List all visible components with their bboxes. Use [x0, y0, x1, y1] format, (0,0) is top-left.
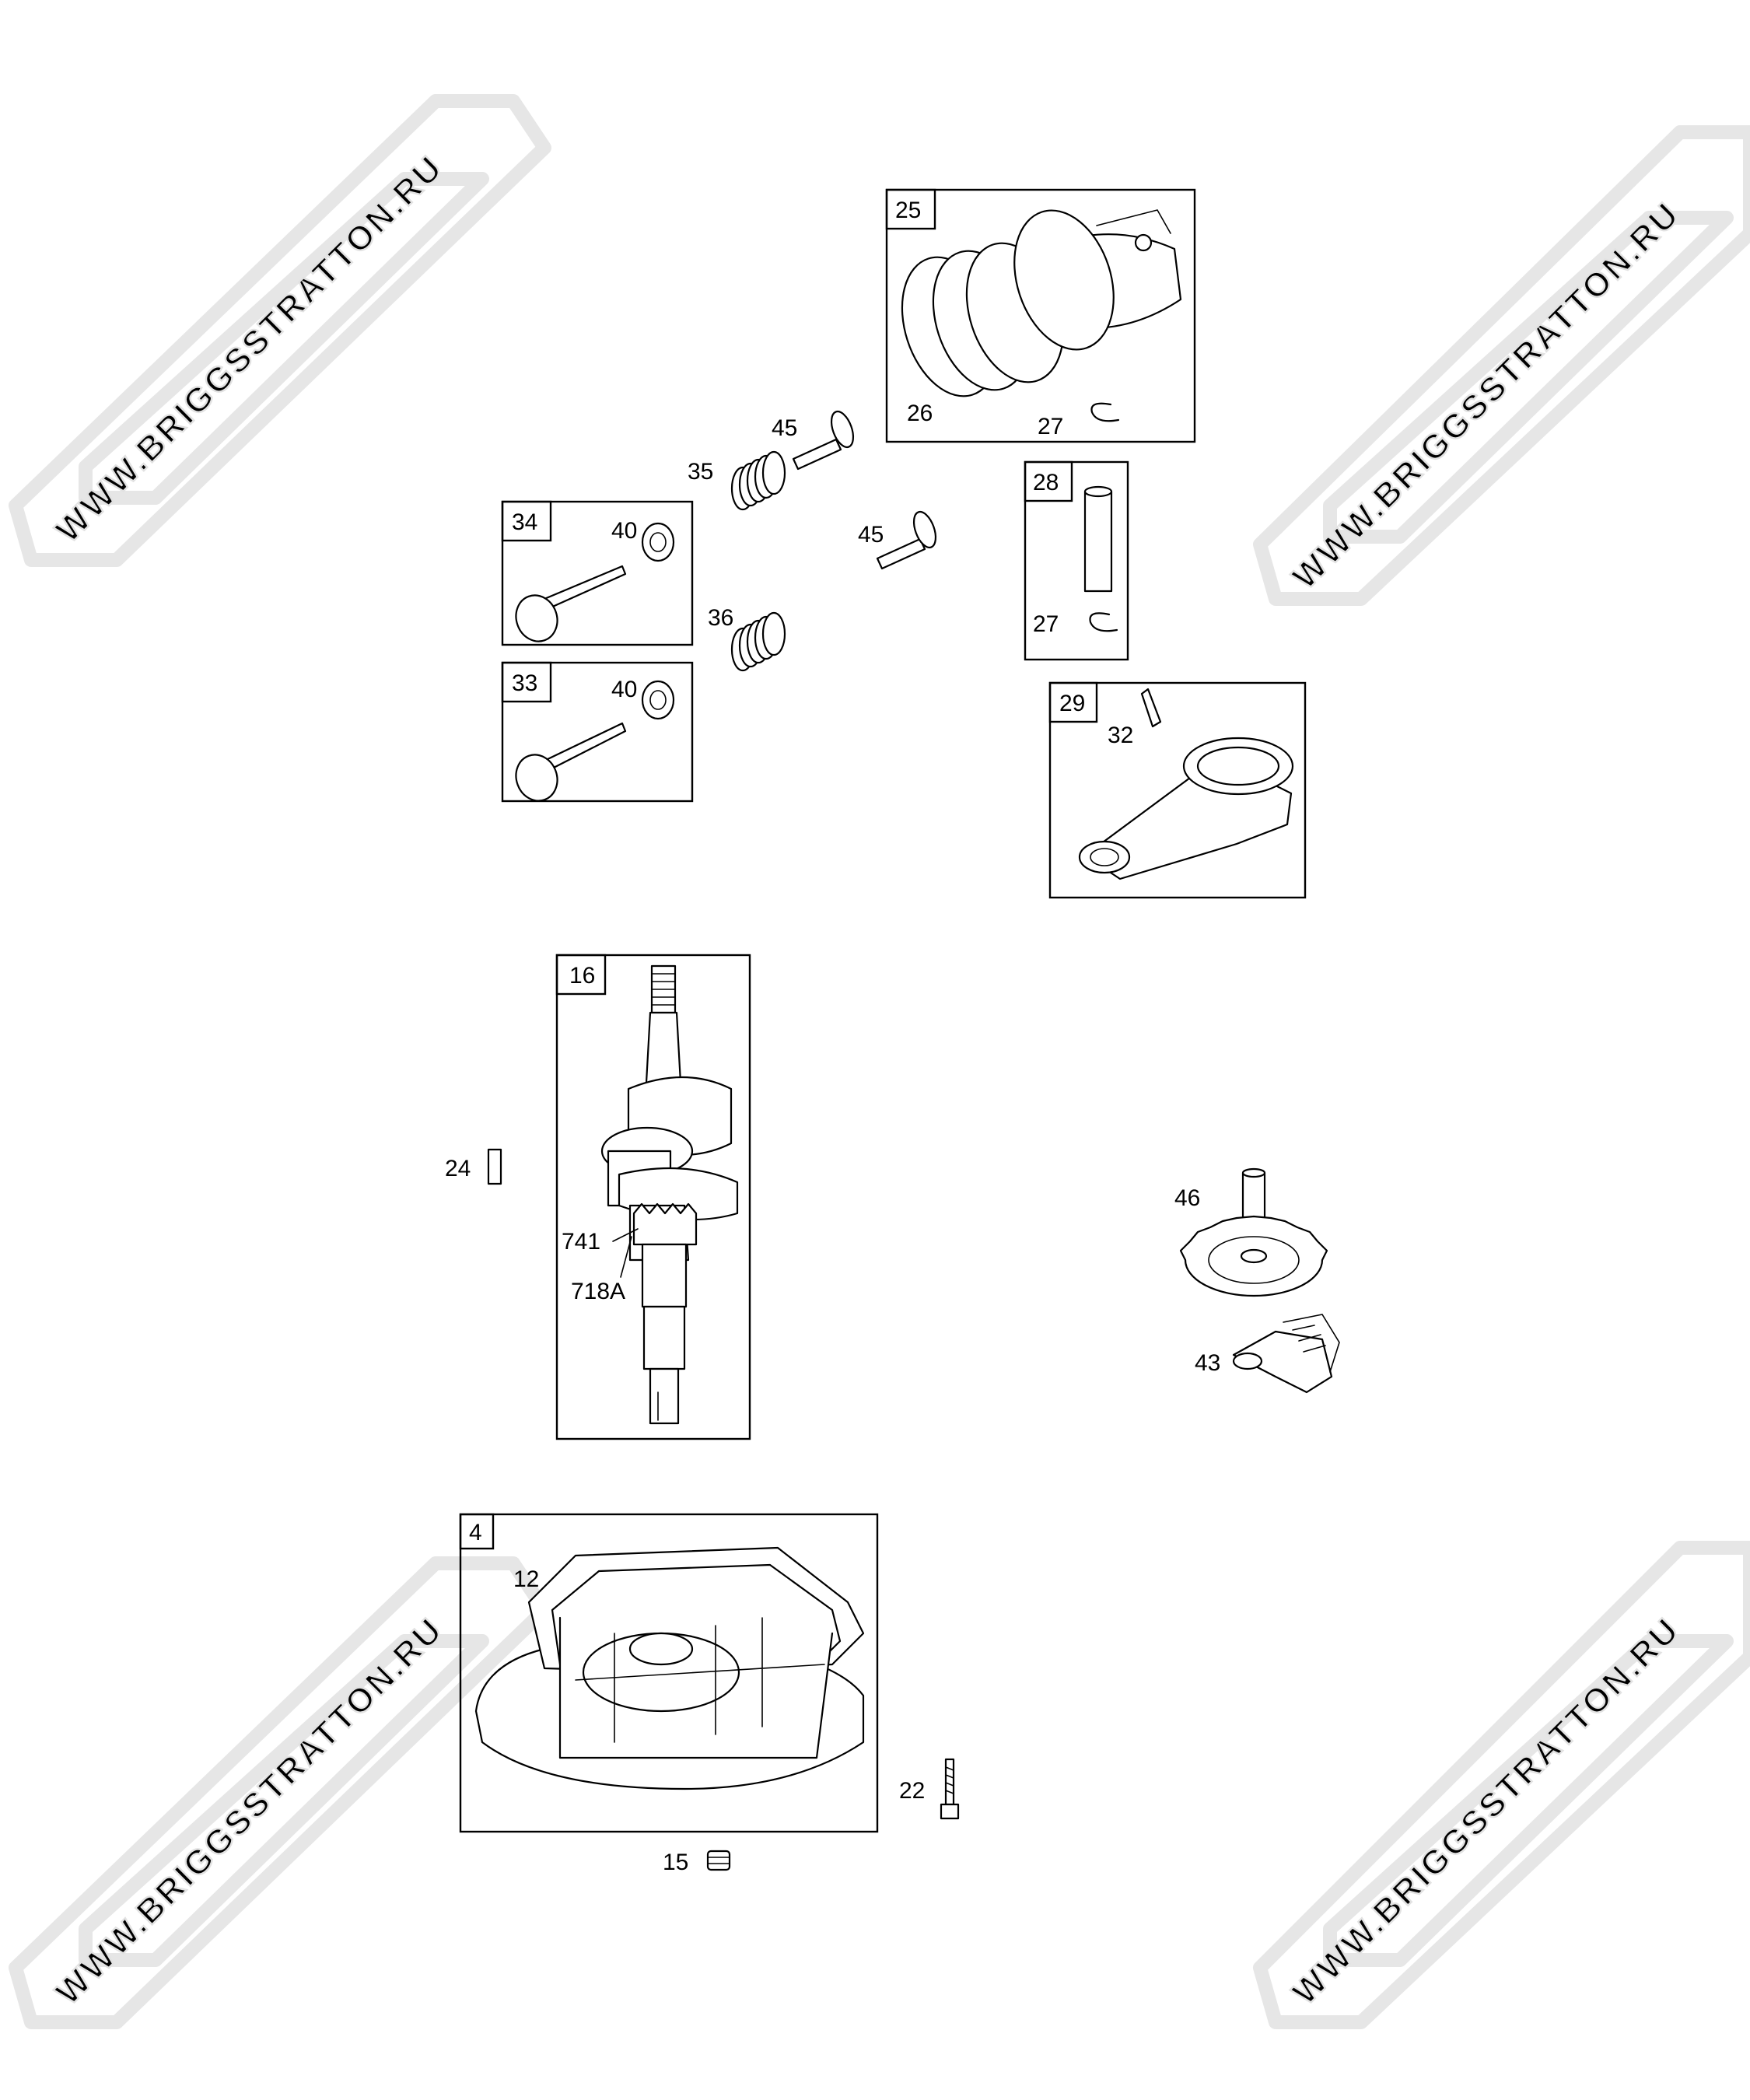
box-16-frame: [555, 954, 751, 1440]
label-15: 15: [663, 1850, 688, 1875]
box-4-number-frame: [459, 1513, 495, 1550]
watermark-text-top-left: WWW.BRIGGSSTRATTON.RU: [48, 148, 450, 550]
label-40-exhaust: 40: [611, 518, 637, 544]
cam-gear-46: 46: [1174, 1167, 1328, 1297]
box-33-intake-valve: 33 40: [501, 661, 694, 803]
label-22: 22: [899, 1778, 925, 1804]
rod-screw: [1140, 688, 1162, 728]
box-16-crankshaft: 16 741 718A: [555, 954, 751, 1440]
box-29-number-frame: [1048, 681, 1098, 723]
label-45-upper: 45: [772, 415, 797, 441]
box-4-sump: 4 12: [459, 1513, 879, 1833]
piston-pin: [1083, 490, 1113, 593]
box-4-number: 4: [469, 1520, 482, 1545]
box-4-frame: [459, 1513, 879, 1833]
label-718A: 718A: [571, 1279, 625, 1304]
box-16-number: 16: [569, 963, 595, 989]
sump: [474, 1546, 865, 1790]
valve-stem-lower: 45: [858, 510, 937, 570]
label-27-pin: 27: [1033, 611, 1059, 637]
label-24: 24: [445, 1156, 471, 1181]
box-25-piston-assembly: 25 26 27: [885, 188, 1196, 443]
watermark-bottom-right: WWW.BRIGGSSTRATTON.RU: [1253, 1541, 1750, 2029]
label-43: 43: [1195, 1350, 1220, 1376]
piston-skirt: [1013, 209, 1115, 351]
box-28-frame: [1024, 460, 1129, 661]
box-34-number: 34: [512, 509, 537, 535]
label-27-piston: 27: [1038, 414, 1063, 439]
watermark-text-bottom-left: WWW.BRIGGSSTRATTON.RU: [48, 1610, 450, 2012]
label-26: 26: [907, 401, 933, 426]
exhaust-valve: [543, 565, 627, 610]
box-34-exhaust-valve: 34 40: [501, 500, 694, 646]
watermark-top-right: WWW.BRIGGSSTRATTON.RU: [1253, 125, 1750, 606]
valve-stem-upper: 45: [772, 410, 855, 471]
watermark-bottom-left: WWW.BRIGGSSTRATTON.RU: [9, 1556, 551, 2029]
box-28-number: 28: [1033, 470, 1059, 495]
label-40-intake: 40: [611, 677, 637, 702]
watermark-text-bottom-right: WWW.BRIGGSSTRATTON.RU: [1285, 1610, 1687, 2012]
keeper-40-exhaust: [641, 522, 675, 562]
valve-spring-36: 36: [708, 605, 786, 672]
box-34-frame: [501, 500, 694, 646]
box-28-number-frame: [1024, 460, 1073, 502]
box-28-piston-pin: 28 27: [1024, 460, 1129, 661]
box-25-number: 25: [895, 198, 921, 223]
watermark-text-top-right: WWW.BRIGGSSTRATTON.RU: [1285, 194, 1687, 597]
label-32: 32: [1108, 723, 1133, 748]
watermark-top-left: WWW.BRIGGSSTRATTON.RU: [9, 94, 551, 567]
box-29-connecting-rod: 29 32: [1048, 681, 1307, 899]
label-36: 36: [708, 605, 733, 631]
box-16-number-frame: [555, 954, 607, 996]
box-33-number-frame: [501, 661, 552, 703]
label-35: 35: [688, 459, 713, 485]
governor-43: 43: [1195, 1314, 1340, 1394]
box-33-frame: [501, 661, 694, 803]
box-29-frame: [1048, 681, 1307, 899]
box-33-number: 33: [512, 670, 537, 696]
box-29-number: 29: [1059, 691, 1085, 716]
label-12: 12: [513, 1566, 539, 1592]
label-46: 46: [1174, 1185, 1200, 1211]
box-34-number-frame: [501, 500, 552, 542]
keeper-40-intake: [641, 680, 675, 720]
key-24: 24: [445, 1148, 502, 1185]
crankshaft: [600, 964, 739, 1425]
bolt-22: 22: [899, 1758, 960, 1820]
pin-retainer: [1089, 612, 1118, 632]
box-25-number-frame: [885, 188, 936, 230]
valve-spring-35: 35: [688, 450, 786, 511]
piston-pin-retainer: [1090, 402, 1120, 422]
label-45-lower: 45: [858, 522, 884, 548]
intake-valve: [543, 722, 627, 772]
oil-plug-15: 15: [663, 1850, 731, 1875]
box-25-frame: [885, 188, 1196, 443]
label-741: 741: [562, 1229, 600, 1255]
